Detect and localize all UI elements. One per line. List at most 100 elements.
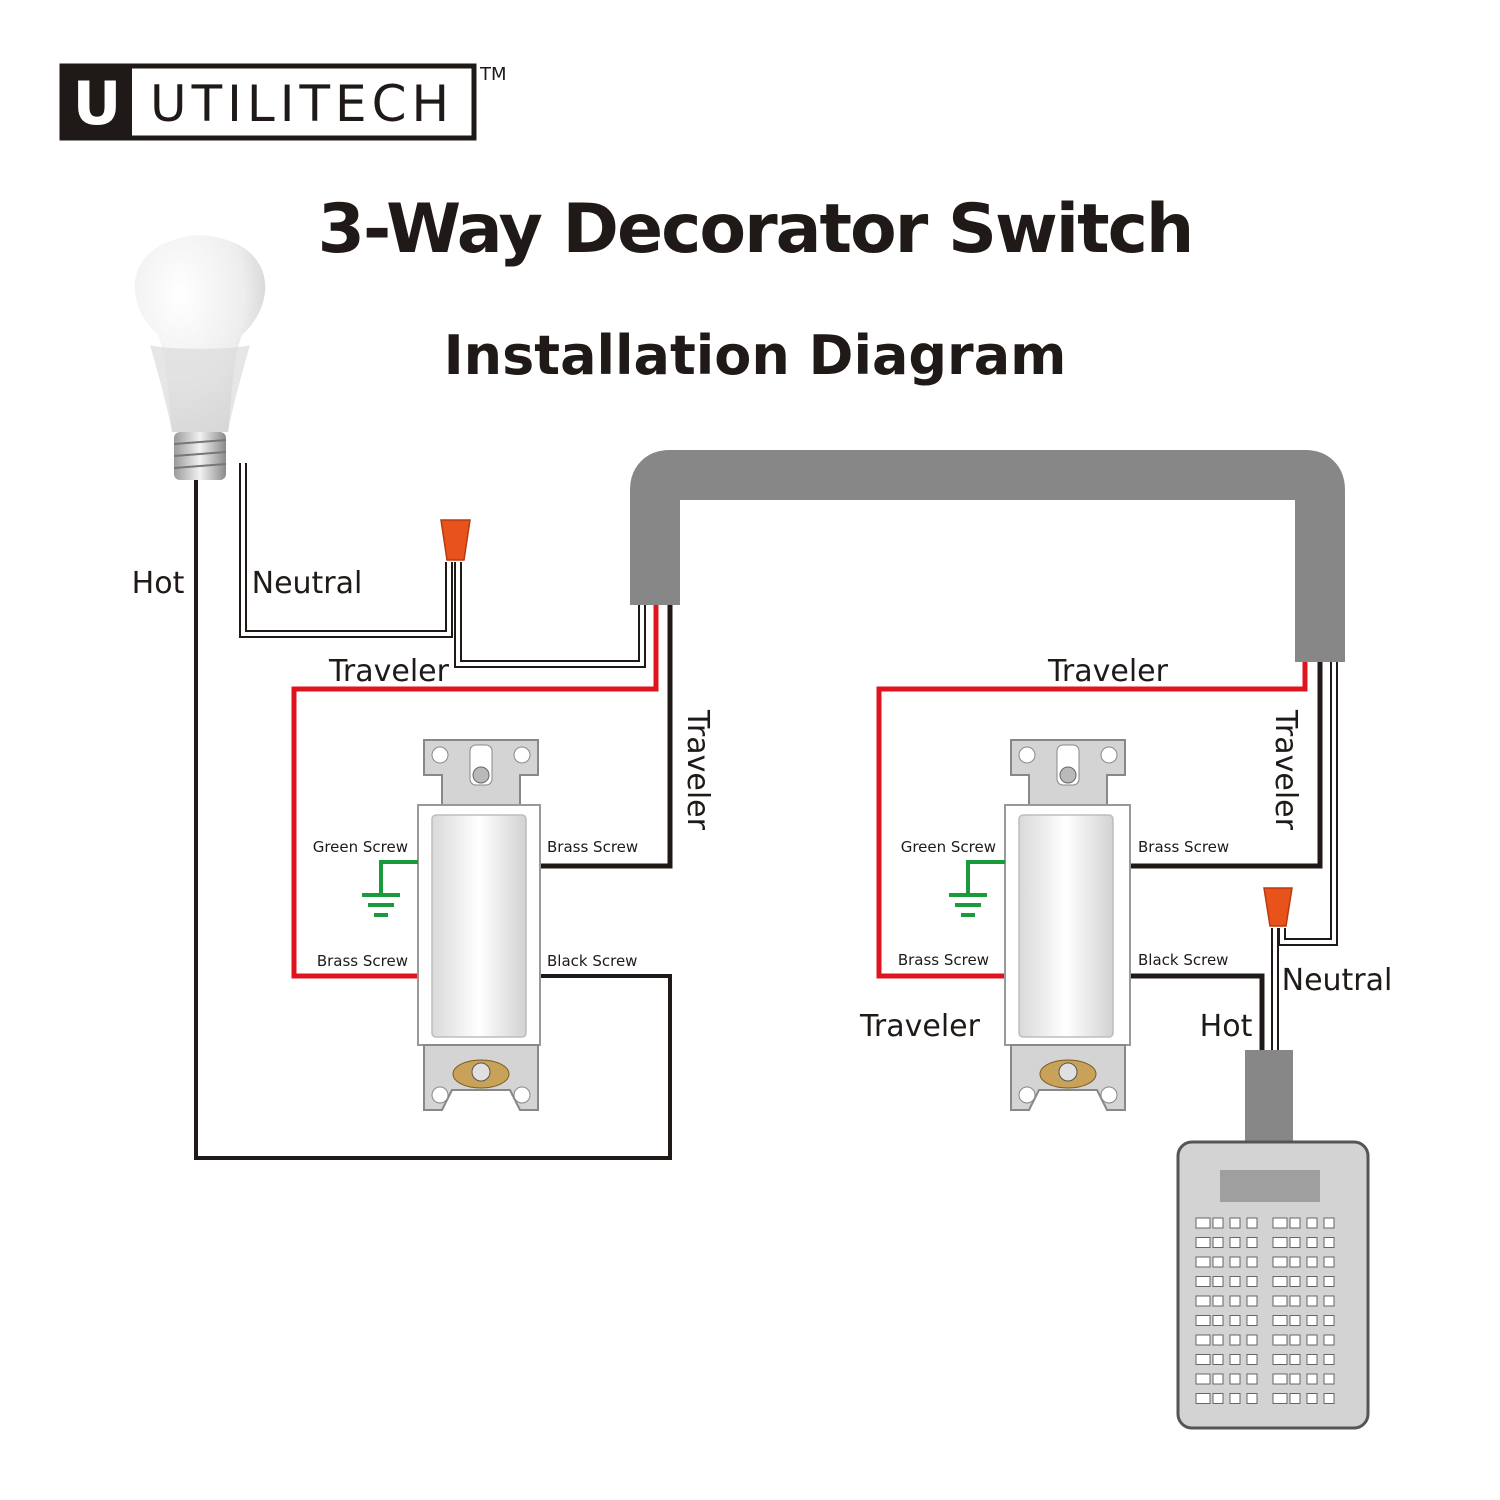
breaker-slot <box>1272 1354 1288 1365</box>
breaker-slot <box>1306 1393 1318 1404</box>
brand-trademark: TM <box>479 64 507 85</box>
breaker-slot <box>1323 1237 1335 1248</box>
breaker-slot <box>1212 1315 1224 1326</box>
hot-wire-left <box>194 480 672 1160</box>
breaker-slot <box>1212 1373 1224 1385</box>
wire-nut-icon <box>1263 887 1293 927</box>
breaker-slot <box>1195 1334 1211 1346</box>
breaker-slot <box>1212 1334 1224 1346</box>
breaker-slot <box>1212 1256 1224 1268</box>
neutral-wire-left <box>241 463 451 636</box>
breaker-slot <box>1323 1334 1335 1346</box>
brand-logo: U UTILITECH TM <box>59 63 507 141</box>
breaker-slot <box>1229 1393 1241 1404</box>
breaker-slot <box>1195 1315 1211 1326</box>
breaker-slot <box>1306 1256 1318 1268</box>
breaker-slot <box>1289 1256 1301 1268</box>
traveler-label-right-vertical: Traveler <box>1268 709 1303 831</box>
breaker-slot <box>1306 1217 1318 1229</box>
hot-label-left: Hot <box>132 566 185 601</box>
neutral-wire-cable-left <box>456 562 644 666</box>
panel-feed-cable <box>1245 1050 1293 1146</box>
hot-wire-right <box>1130 973 1265 1052</box>
toggle-switch-icon <box>417 739 541 1111</box>
traveler-label-left-top: Traveler <box>328 654 450 689</box>
neutral-label-left: Neutral <box>252 566 363 601</box>
traveler-label-right-bottom: Traveler <box>859 1009 981 1044</box>
breaker-slot <box>1323 1276 1335 1287</box>
breaker-slot <box>1229 1334 1241 1346</box>
breaker-slot <box>1289 1237 1301 1248</box>
breaker-slot <box>1289 1295 1301 1307</box>
breaker-slot <box>1229 1276 1241 1287</box>
breaker-slot <box>1272 1373 1288 1385</box>
page-title: 3-Way Decorator Switch <box>318 190 1193 269</box>
hot-label-right: Hot <box>1200 1009 1253 1044</box>
breaker-slot <box>1289 1373 1301 1385</box>
breaker-slot <box>1246 1373 1258 1385</box>
breaker-slot <box>1306 1354 1318 1365</box>
traveler-label-left-vertical: Traveler <box>680 709 715 831</box>
traveler-wire-red-left <box>291 605 659 979</box>
breaker-slot <box>1289 1393 1301 1404</box>
breaker-slot <box>1272 1315 1288 1326</box>
green-screw-label-left: Green Screw <box>313 838 408 856</box>
breaker-slot <box>1212 1393 1224 1404</box>
breaker-slot <box>1229 1256 1241 1268</box>
breaker-slot <box>1323 1354 1335 1365</box>
green-screw-label-right: Green Screw <box>901 838 996 856</box>
light-bulb-icon <box>134 235 266 480</box>
traveler-wire-red-right <box>876 662 1308 979</box>
breaker-slot <box>1195 1237 1211 1248</box>
breaker-slot <box>1246 1217 1258 1229</box>
breaker-slot <box>1306 1295 1318 1307</box>
breaker-slot <box>1229 1315 1241 1326</box>
traveler-wire-black-right <box>1130 662 1323 869</box>
breaker-slot <box>1229 1295 1241 1307</box>
breaker-slot <box>1246 1276 1258 1287</box>
breaker-slot <box>1246 1354 1258 1365</box>
breaker-slot <box>1289 1315 1301 1326</box>
breaker-slot <box>1229 1373 1241 1385</box>
breaker-slot <box>1272 1237 1288 1248</box>
breaker-slot <box>1306 1373 1318 1385</box>
breaker-slot <box>1272 1256 1288 1268</box>
breaker-slot <box>1289 1276 1301 1287</box>
brass-screw-label-right-top: Brass Screw <box>1138 838 1229 856</box>
breaker-slot <box>1212 1237 1224 1248</box>
breaker-slot <box>1323 1393 1335 1404</box>
neutral-label-right: Neutral <box>1282 963 1393 998</box>
traveler-label-right-top: Traveler <box>1047 654 1169 689</box>
brass-screw-label-right-bottom: Brass Screw <box>898 951 989 969</box>
breaker-slot <box>1212 1295 1224 1307</box>
breaker-slot <box>1212 1217 1224 1229</box>
breaker-slot <box>1246 1393 1258 1404</box>
breaker-slot <box>1306 1276 1318 1287</box>
breaker-panel-icon <box>1176 1140 1370 1430</box>
breaker-slot <box>1229 1354 1241 1365</box>
wire-nut-icon <box>440 519 471 561</box>
breaker-slot <box>1306 1334 1318 1346</box>
breaker-slot <box>1323 1256 1335 1268</box>
page-subtitle: Installation Diagram <box>444 324 1067 387</box>
breaker-slot <box>1212 1354 1224 1365</box>
cable-bridge <box>630 450 1345 662</box>
traveler-wire-black-left <box>540 605 673 869</box>
breaker-slot <box>1306 1237 1318 1248</box>
brass-screw-label-left-top: Brass Screw <box>547 838 638 856</box>
breaker-slot <box>1289 1334 1301 1346</box>
ground-icon <box>949 860 1005 917</box>
brass-screw-label-left-bottom: Brass Screw <box>317 952 408 970</box>
breaker-slot <box>1289 1354 1301 1365</box>
breaker-slot <box>1323 1315 1335 1326</box>
breaker-slot <box>1195 1256 1211 1268</box>
breaker-slot <box>1229 1217 1241 1229</box>
breaker-slot <box>1246 1334 1258 1346</box>
breaker-slot <box>1195 1217 1211 1229</box>
breaker-slot <box>1289 1217 1301 1229</box>
breaker-slot <box>1195 1393 1211 1404</box>
black-screw-label-right: Black Screw <box>1138 951 1228 969</box>
breaker-slot <box>1195 1295 1211 1307</box>
neutral-wire-right <box>1280 662 1336 944</box>
breaker-slot <box>1212 1276 1224 1287</box>
